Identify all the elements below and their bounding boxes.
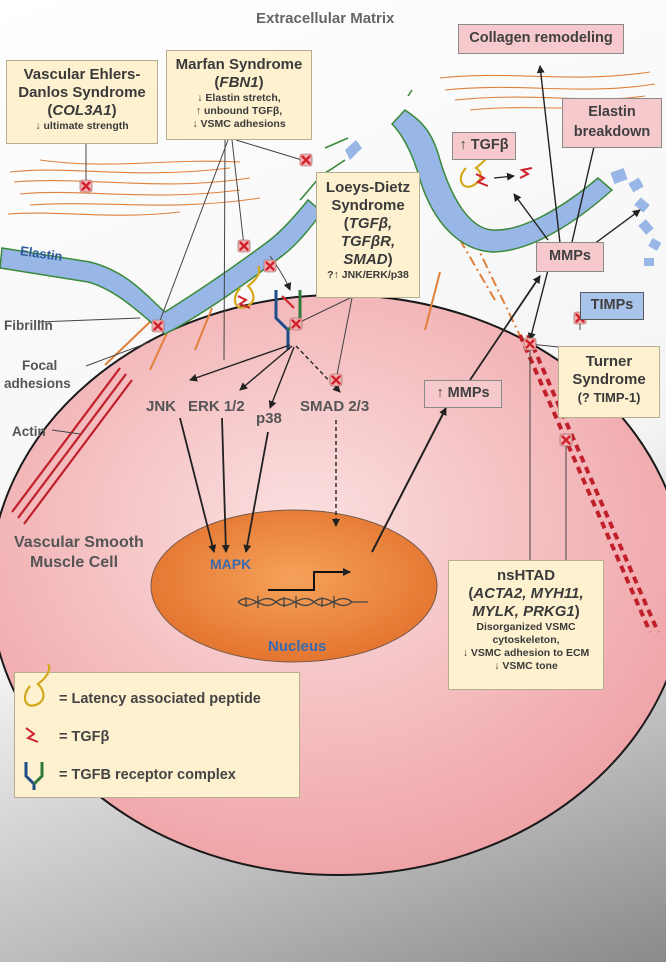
erk-label: ERK 1/2 bbox=[188, 398, 245, 415]
nshtad-box: nsHTAD (ACTA2, MYH11, MYLK, PRKG1) Disor… bbox=[448, 560, 604, 690]
smad-label: SMAD 2/3 bbox=[300, 398, 370, 415]
legend-receptor: = TGFB receptor complex bbox=[59, 767, 236, 783]
loeys-title-2: Syndrome bbox=[331, 197, 405, 214]
mapk-label: MAPK bbox=[210, 556, 252, 572]
focal-adhesions-label-2: adhesions bbox=[4, 376, 71, 391]
veds-gene: COL3A1 bbox=[52, 102, 112, 119]
veds-title-1: Vascular Ehlers- bbox=[23, 66, 141, 83]
elastin-fragments bbox=[610, 167, 662, 266]
nshtad-title: nsHTAD bbox=[496, 567, 556, 584]
legend-box: = Latency associated peptide = TGFβ = TG… bbox=[14, 672, 300, 798]
loeys-gene-3: SMAD bbox=[343, 251, 388, 268]
fibrillin-label: Fibrillin bbox=[4, 318, 53, 333]
nshtad-effect-1: Disorganized VSMC bbox=[476, 621, 576, 633]
loeys-title-1: Loeys-Dietz bbox=[325, 179, 411, 196]
legend-lap: = Latency associated peptide bbox=[59, 691, 261, 707]
elastin-breakdown-box: Elastin breakdown bbox=[562, 98, 662, 148]
marfan-box: Marfan Syndrome (FBN1) ↓ Elastin stretch… bbox=[166, 50, 312, 140]
timps-box: TIMPs bbox=[580, 292, 644, 320]
loeys-effect: ?↑ JNK/ERK/p38 bbox=[327, 269, 409, 281]
veds-effect: ↓ ultimate strength bbox=[35, 120, 129, 132]
nshtad-effect-3: ↓ VSMC adhesion to ECM bbox=[462, 647, 590, 659]
veds-title-2: Danlos Syndrome bbox=[18, 84, 146, 101]
nshtad-effect-4: ↓ VSMC tone bbox=[494, 660, 558, 672]
marfan-title: Marfan Syndrome bbox=[175, 56, 303, 73]
actin-filament-right bbox=[518, 334, 660, 633]
pathway-arrows bbox=[179, 65, 641, 553]
loeys-dietz-box: Loeys-Dietz Syndrome (TGFβ, TGFβR, SMAD)… bbox=[316, 172, 420, 298]
nshtad-effect-2: cytoskeleton, bbox=[492, 634, 560, 646]
nshtad-genes-2: MYLK, PRKG1 bbox=[472, 603, 575, 620]
veds-box: Vascular Ehlers- Danlos Syndrome (COL3A1… bbox=[6, 60, 158, 144]
turner-title-2: Syndrome bbox=[572, 371, 646, 388]
nshtad-genes-1: ACTA2, MYH11, bbox=[473, 585, 584, 602]
elastin-breakdown-1: Elastin bbox=[588, 104, 636, 120]
vsmc-label-1: Vascular Smooth bbox=[14, 534, 144, 551]
tgfb-increase-box: ↑ TGFβ bbox=[452, 132, 516, 160]
turner-box: Turner Syndrome (? TIMP-1) bbox=[558, 346, 660, 418]
nucleus-label: Nucleus bbox=[268, 638, 327, 655]
marfan-effect-2: ↑ unbound TGFβ, bbox=[195, 105, 283, 117]
legend-tgfb: = TGFβ bbox=[59, 729, 110, 745]
transcription-arrow bbox=[268, 568, 351, 591]
loeys-gene-2: TGFβR, bbox=[340, 233, 396, 250]
ecm-header: Extracellular Matrix bbox=[256, 10, 395, 27]
loeys-gene-1: TGFβ, bbox=[348, 215, 393, 232]
turner-title-1: Turner bbox=[585, 353, 633, 370]
mmps-box: MMPs bbox=[536, 242, 604, 272]
vsmc-label-2: Muscle Cell bbox=[30, 554, 119, 571]
elastin-breakdown-2: breakdown bbox=[573, 124, 651, 140]
collagen-fibers-left bbox=[7, 159, 261, 216]
marfan-effect-1: ↓ Elastin stretch, bbox=[197, 92, 281, 104]
focal-adhesion-lines bbox=[104, 239, 523, 371]
p38-label: p38 bbox=[256, 410, 282, 427]
jnk-label: JNK bbox=[146, 398, 177, 415]
marfan-effect-3: ↓ VSMC adhesions bbox=[192, 118, 286, 130]
turner-effect: (? TIMP-1) bbox=[577, 390, 641, 405]
actin-filament-left bbox=[11, 367, 133, 525]
actin-label: Actin bbox=[12, 424, 46, 439]
marfan-gene: FBN1 bbox=[219, 74, 259, 91]
mmps-increase-box: ↑ MMPs bbox=[424, 380, 502, 408]
collagen-remodeling-box: Collagen remodeling bbox=[458, 24, 624, 54]
focal-adhesions-label-1: Focal bbox=[22, 358, 58, 373]
dna-helix bbox=[237, 596, 368, 608]
elastin-fragment bbox=[345, 140, 362, 160]
latency-complex-left bbox=[233, 265, 261, 309]
